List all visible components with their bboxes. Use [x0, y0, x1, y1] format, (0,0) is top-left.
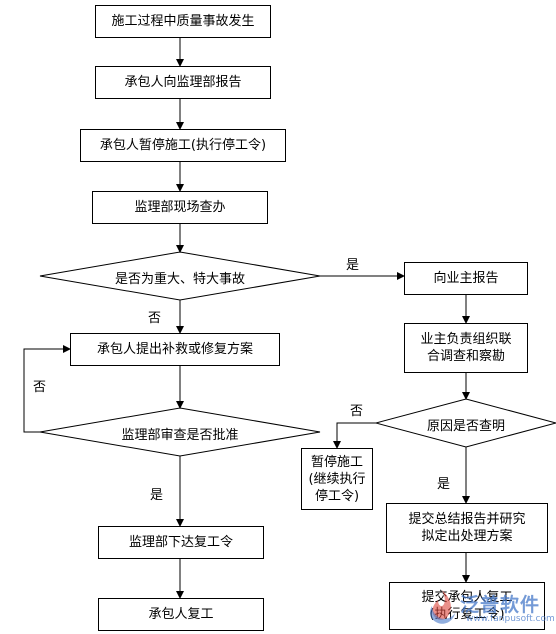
edge-label-major-no: 否 [148, 311, 162, 326]
node-resume-work: 承包人复工 [98, 598, 264, 631]
node-suspend-label: 承包人暂停施工(执行停工令) [99, 138, 267, 153]
node-suspend: 承包人暂停施工(执行停工令) [80, 129, 286, 162]
watermark-text: 泛普软件 [460, 594, 541, 616]
node-resume-work-label: 承包人复工 [148, 607, 214, 622]
edge-approve-loop-back [23, 345, 71, 433]
watermark-logo: 泛普软件 www.fanpusoft.com [422, 584, 555, 630]
node-summary-report: 提交总结报告并研究 拟定出处理方案 [386, 503, 548, 553]
node-owner-joint-survey: 业主负责组织联 合调查和察勘 [404, 323, 528, 373]
edge-cause-to-keep-suspend [333, 422, 376, 449]
node-remedy-plan-label: 承包人提出补救或修复方案 [96, 342, 253, 357]
node-start: 施工过程中质量事故发生 [95, 5, 271, 38]
node-investigate: 监理部现场查办 [92, 191, 268, 224]
node-report-supervisor-label: 承包人向监理部报告 [124, 75, 242, 90]
node-issue-resume-label: 监理部下达复工令 [128, 535, 233, 550]
node-issue-resume: 监理部下达复工令 [98, 526, 264, 559]
node-keep-suspend-label: 暂停施工 (继续执行 停工令) [308, 454, 366, 504]
edge-label-approve-no: 否 [33, 380, 47, 395]
edge-label-cause-yes: 是 [437, 477, 451, 492]
node-owner-joint-survey-label: 业主负责组织联 合调查和察勘 [420, 332, 512, 364]
node-report-supervisor: 承包人向监理部报告 [95, 66, 271, 99]
node-report-owner: 向业主报告 [404, 262, 528, 295]
edge-label-cause-no: 否 [350, 404, 364, 419]
watermark-flame-icon [430, 590, 455, 624]
edge-label-major-yes: 是 [346, 258, 360, 273]
decision-approve-label: 监理部审查是否批准 [121, 428, 239, 443]
node-start-label: 施工过程中质量事故发生 [111, 14, 255, 29]
edge-label-approve-yes: 是 [150, 488, 164, 503]
node-remedy-plan: 承包人提出补救或修复方案 [70, 333, 280, 366]
node-report-owner-label: 向业主报告 [433, 271, 499, 286]
node-keep-suspend: 暂停施工 (继续执行 停工令) [301, 448, 373, 510]
watermark-url: www.fanpusoft.com [466, 614, 555, 624]
node-summary-report-label: 提交总结报告并研究 拟定出处理方案 [408, 512, 526, 544]
decision-major-label: 是否为重大、特大事故 [114, 272, 245, 287]
node-investigate-label: 监理部现场查办 [134, 200, 226, 215]
decision-cause-label: 原因是否查明 [426, 419, 505, 434]
